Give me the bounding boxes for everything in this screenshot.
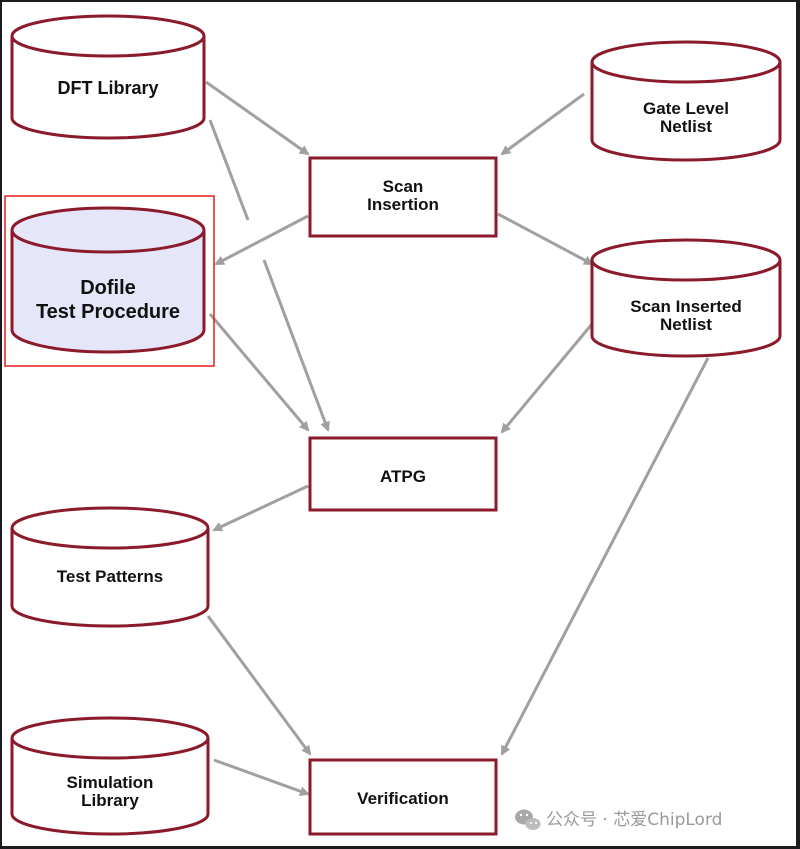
- arrows: [205, 80, 710, 796]
- arrow-dofile-to-atpg: [208, 313, 310, 432]
- arrow-scan-insertion-to-dofile: [214, 214, 309, 266]
- watermark: 公众号 · 芯爱ChipLord: [515, 809, 722, 830]
- scan-insertion-label-line1: Scan: [383, 177, 424, 196]
- scan-insertion-label-line2: Insertion: [367, 195, 439, 214]
- atpg-label: ATPG: [380, 467, 426, 486]
- dofile-test-procedure-label-line2: Test Procedure: [36, 301, 180, 323]
- gate-level-netlist-node: Gate Level Netlist: [590, 40, 782, 162]
- dofile-test-procedure-label-line1: Dofile: [80, 277, 136, 299]
- arrow-test-patterns-to-verification: [206, 615, 312, 756]
- scan-inserted-netlist-node: Scan Inserted Netlist: [590, 238, 782, 358]
- atpg-box: ATPG: [308, 436, 498, 512]
- simulation-library-node: Simulation Library: [10, 716, 210, 836]
- highlight-frame: [4, 195, 215, 367]
- arrow-dft-library-to-scan-insertion: [205, 80, 310, 156]
- arrow-dft-library-to-atpg: [208, 119, 250, 221]
- verification-box: Verification: [308, 758, 498, 836]
- watermark-text: 公众号 · 芯爱ChipLord: [546, 810, 722, 830]
- arrow-gate-netlist-to-scan-insertion: [500, 92, 585, 156]
- test-patterns-label: Test Patterns: [57, 567, 163, 586]
- arrow-dft-library-to-atpg-lower: [262, 259, 330, 432]
- scan-insertion-box: Scan Insertion: [308, 156, 498, 238]
- test-patterns-node: Test Patterns: [10, 506, 210, 628]
- arrow-scan-insertion-to-scan-netlist: [497, 212, 594, 266]
- dft-library-node: DFT Library: [10, 14, 206, 140]
- gate-level-netlist-label-line2: Netlist: [660, 117, 712, 136]
- arrow-scan-netlist-to-verification: [500, 357, 710, 756]
- simulation-library-label-line2: Library: [81, 791, 139, 810]
- wechat-icon: [515, 809, 541, 830]
- dofile-test-procedure-node: Dofile Test Procedure: [4, 195, 215, 367]
- verification-label: Verification: [357, 789, 449, 808]
- arrow-atpg-to-test-patterns: [212, 484, 309, 532]
- gate-level-netlist-label-line1: Gate Level: [643, 99, 729, 118]
- scan-inserted-netlist-label-line2: Netlist: [660, 315, 712, 334]
- arrow-scan-netlist-to-atpg: [500, 323, 594, 434]
- arrow-simulation-library-to-verification: [213, 758, 310, 796]
- dft-library-label: DFT Library: [57, 78, 158, 98]
- scan-inserted-netlist-label-line1: Scan Inserted: [630, 297, 742, 316]
- simulation-library-label-line1: Simulation: [67, 773, 154, 792]
